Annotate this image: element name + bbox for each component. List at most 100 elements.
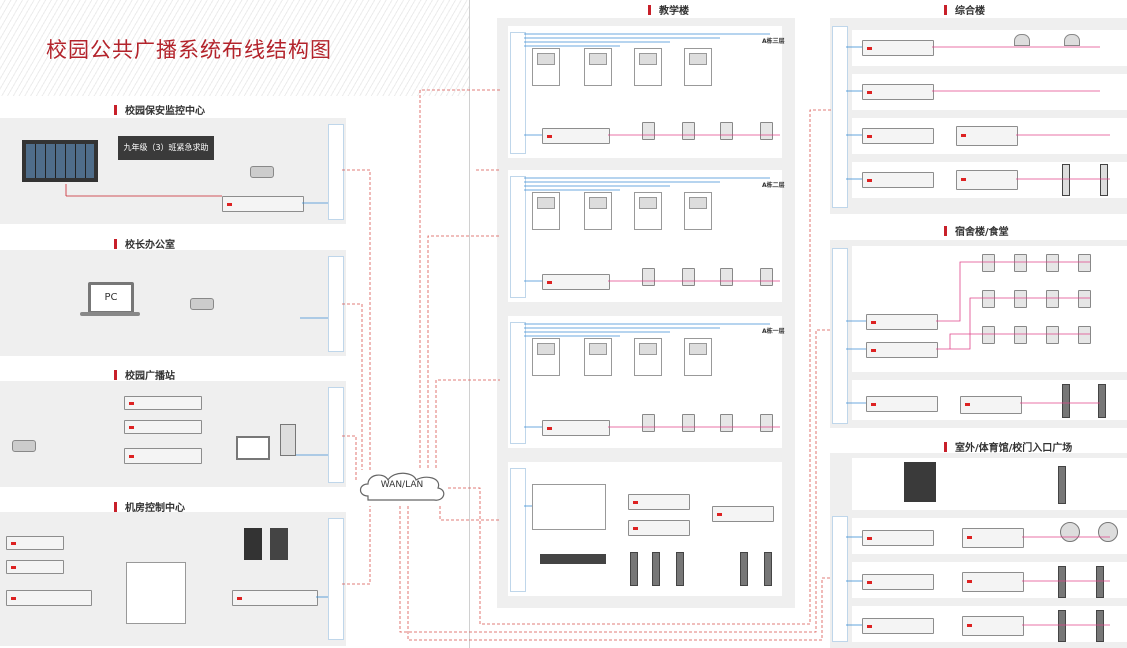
wan-label: WAN/LAN: [380, 480, 424, 490]
complex-amplifier: [862, 84, 934, 100]
dorm-amplifier: [866, 314, 938, 330]
wireless-mic-receiver: [540, 554, 606, 564]
classroom-controller: [584, 48, 612, 86]
outdoor-switch-bar: [832, 516, 848, 642]
video-wall-screens: [26, 144, 94, 178]
section-teaching-heading: 教学楼: [648, 2, 689, 17]
section-outdoor-heading: 室外/体育馆/校门入口广场: [944, 439, 1072, 454]
complex-power-amp: [956, 126, 1018, 146]
column-speaker: [1058, 566, 1066, 598]
classroom-controller: [684, 338, 712, 376]
section-machine-room-heading: 机房控制中心: [114, 499, 185, 514]
divider: [469, 0, 470, 648]
section-security-heading: 校园保安监控中心: [114, 102, 205, 117]
column-speaker: [1058, 610, 1066, 642]
classroom-controller: [634, 338, 662, 376]
machine-controller: [6, 590, 92, 606]
block-switch-bar: [510, 32, 526, 154]
complex-switch-bar: [832, 26, 848, 208]
classroom-controller: [532, 48, 560, 86]
wall-speaker: [682, 122, 695, 140]
wall-speaker: [1078, 254, 1091, 272]
column-speaker: [740, 552, 748, 586]
wall-speaker: [1046, 290, 1059, 308]
wall-speaker: [1046, 254, 1059, 272]
floor-label: A栋三层: [762, 38, 785, 45]
wall-speaker: [982, 326, 995, 344]
wall-speaker: [1014, 290, 1027, 308]
column-speaker: [1098, 384, 1106, 418]
broadcast-tower: [280, 424, 296, 456]
wall-speaker: [720, 414, 733, 432]
block-switch-bar: [510, 468, 526, 592]
classroom-controller: [584, 192, 612, 230]
block-switch-bar: [510, 322, 526, 444]
pc-keyboard: [80, 312, 140, 316]
floor-label: A栋二层: [762, 182, 785, 189]
section-dorm-heading: 宿舍楼/食堂: [944, 223, 1009, 238]
complex-amplifier: [862, 172, 934, 188]
column-speaker: [630, 552, 638, 586]
ceiling-speaker-icon: [1014, 34, 1030, 46]
wan-cloud: WAN/LAN: [356, 468, 448, 506]
outdoor-amplifier: [862, 618, 934, 634]
dorm-amplifier: [866, 342, 938, 358]
principal-panel: [0, 250, 346, 356]
wall-speaker: [642, 122, 655, 140]
monitor-speaker-right: [270, 528, 288, 560]
wall-speaker: [760, 122, 773, 140]
tuner: [124, 420, 202, 434]
machine-tuner: [6, 560, 64, 574]
column-speaker: [652, 552, 660, 586]
page-title: 校园公共广播系统布线结构图: [46, 38, 332, 62]
machine-server: [126, 562, 186, 624]
outdoor-power-amp: [962, 528, 1024, 548]
wall-speaker: [642, 414, 655, 432]
dorm-amplifier: [866, 396, 938, 412]
section-principal-heading: 校长办公室: [114, 236, 175, 251]
wall-speaker: [760, 414, 773, 432]
security-amplifier: [222, 196, 304, 212]
wall-speaker: [1078, 290, 1091, 308]
security-switch-bar: [328, 124, 344, 220]
floor-amplifier: [542, 128, 610, 144]
column-speaker: [1062, 384, 1070, 418]
column-speaker: [676, 552, 684, 586]
machine-switch-bar: [328, 518, 344, 640]
alarm-display: 九年级（3）班紧急求助: [118, 136, 214, 160]
machine-mixer: [232, 590, 318, 606]
classroom-controller: [684, 192, 712, 230]
block-switch-bar: [510, 176, 526, 298]
classroom-controller: [684, 48, 712, 86]
broadcast-switch-bar: [328, 387, 344, 483]
wall-speaker: [682, 268, 695, 286]
machine-cd: [6, 536, 64, 550]
floor-amplifier: [542, 274, 610, 290]
wall-speaker: [982, 290, 995, 308]
column-speaker: [1100, 164, 1108, 196]
wall-speaker: [720, 122, 733, 140]
cd-player: [124, 396, 202, 410]
auditorium-amplifier: [628, 494, 690, 510]
wall-speaker: [760, 268, 773, 286]
wall-speaker: [682, 414, 695, 432]
auditorium-amplifier: [628, 520, 690, 536]
classroom-controller: [634, 192, 662, 230]
wall-speaker: [720, 268, 733, 286]
column-speaker: [764, 552, 772, 586]
section-broadcast-heading: 校园广播站: [114, 367, 175, 382]
wall-speaker: [1014, 326, 1027, 344]
gate-intercom: [904, 462, 936, 502]
wall-speaker: [1046, 326, 1059, 344]
wall-speaker: [642, 268, 655, 286]
outdoor-power-amp: [962, 572, 1024, 592]
classroom-controller: [584, 338, 612, 376]
principal-mic: [190, 298, 214, 310]
floor-amplifier: [542, 420, 610, 436]
column-speaker: [1096, 566, 1104, 598]
outdoor-row: [852, 458, 1127, 510]
section-complex-heading: 综合楼: [944, 2, 985, 17]
floor-label: A栋一层: [762, 328, 785, 335]
auditorium-mixer: [532, 484, 606, 530]
dorm-power-amp: [960, 396, 1022, 414]
